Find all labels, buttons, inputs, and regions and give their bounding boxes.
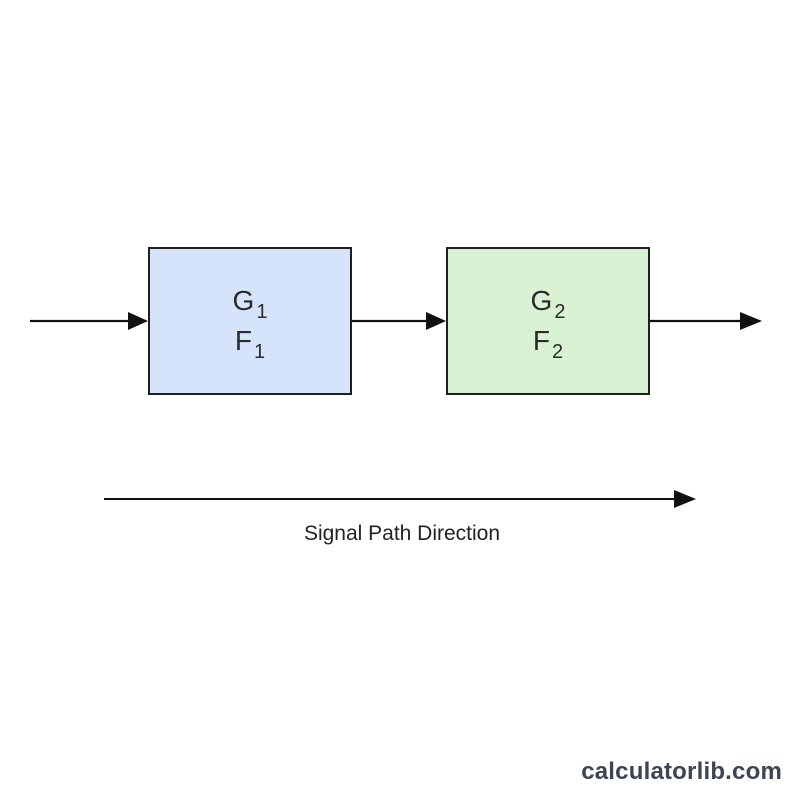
connector-arrowhead — [426, 312, 446, 330]
site-watermark: calculatorlib.com — [581, 758, 782, 785]
stage-2-gain-symbol: G — [530, 285, 553, 316]
stage-2-noise-subscript: 2 — [551, 341, 564, 363]
signal-path-caption: Signal Path Direction — [303, 522, 501, 545]
stage-1-noise-subscript: 1 — [253, 341, 266, 363]
stage-1-gain-symbol: G — [232, 285, 255, 316]
direction-arrowhead — [674, 490, 696, 508]
stage-2-noise-symbol: F — [532, 325, 550, 356]
output-arrowhead — [740, 312, 762, 330]
input-arrowhead — [128, 312, 148, 330]
stage-1-noise-symbol: F — [234, 325, 252, 356]
stage-2-gain-subscript: 2 — [554, 301, 566, 323]
stage-1-gain-subscript: 1 — [256, 301, 268, 323]
